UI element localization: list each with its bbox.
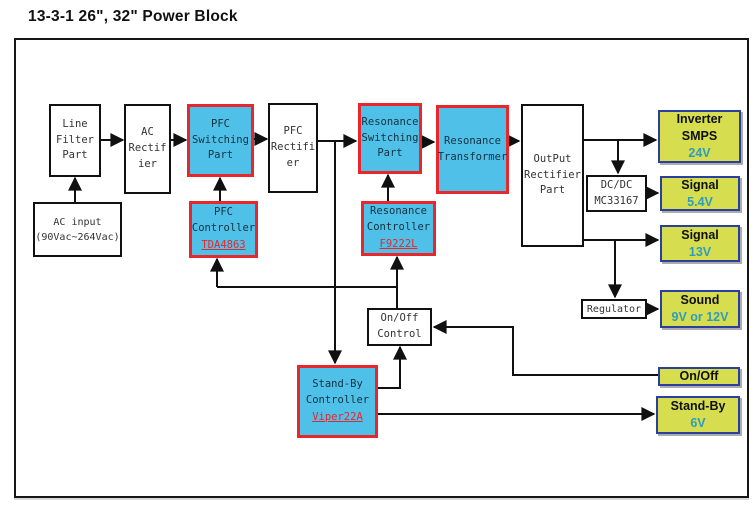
standby-label: Stand-By (670, 399, 726, 414)
sound-voltage: 9V or 12V (671, 310, 729, 324)
output-signal-13v: Signal 13V (660, 225, 740, 262)
sound-label: Sound (680, 293, 720, 308)
regulator-label: Regulator (586, 303, 642, 315)
dcdc-converter-label: DC/DC MC33167 (594, 178, 639, 207)
output-onoff: On/Off (658, 367, 740, 386)
signal-5v4-label: Signal (681, 177, 719, 192)
onoff-control-block: On/Off Control (367, 308, 432, 346)
signal-13v-voltage: 13V (688, 244, 712, 259)
pfc-controller-part-number: TDA4863 (201, 238, 246, 251)
standby-controller-part-number: Viper22A (312, 410, 363, 423)
standby-controller-label: Stand-By Controller (305, 378, 370, 407)
output-inverter-smps-24v: Inverter SMPS 24V (658, 110, 741, 163)
ac-input-label: AC input (90Vac~264Vac) (35, 216, 120, 243)
line-filter-label: Line Filter Part (56, 117, 94, 162)
resonance-transformer-block: Resonance Transformer (436, 105, 509, 194)
output-rectifier-label: OutPut Rectifier Part (524, 152, 581, 197)
output-standby-6v: Stand-By 6V (656, 396, 740, 434)
signal-13v-label: Signal (681, 227, 719, 242)
resonance-transformer-label: Resonance Transformer (437, 134, 508, 163)
onoff-label: On/Off (679, 369, 719, 384)
page-title: 13-3-1 26", 32" Power Block (28, 8, 238, 25)
inverter-smps-voltage: 24V (688, 145, 711, 160)
standby-voltage: 6V (690, 416, 706, 430)
onoff-control-label: On/Off Control (377, 312, 422, 340)
pfc-controller-block: PFC Controller TDA4863 (189, 201, 258, 258)
output-rectifier-block: OutPut Rectifier Part (521, 104, 584, 247)
regulator-block: Regulator (581, 299, 647, 319)
signal-5v4-voltage: 5.4V (687, 194, 713, 209)
line-filter-block: Line Filter Part (49, 104, 101, 177)
resonance-controller-part-number: F9222L (379, 237, 418, 250)
dcdc-converter-block: DC/DC MC33167 (586, 175, 647, 212)
pfc-rectifier-label: PFC Rectifi er (270, 125, 316, 169)
inverter-smps-label: Inverter SMPS (676, 112, 723, 144)
output-sound-9v-12v: Sound 9V or 12V (660, 290, 740, 328)
resonance-switching-block: Resonance Switching Part (358, 103, 422, 174)
resonance-controller-block: Resonance Controller F9222L (361, 201, 436, 256)
ac-rectifier-label: AC Rectif ier (128, 126, 167, 170)
resonance-controller-label: Resonance Controller (366, 205, 431, 234)
standby-controller-block: Stand-By Controller Viper22A (297, 365, 378, 438)
pfc-switching-label: PFC Switching Part (192, 117, 249, 162)
output-signal-5v4: Signal 5.4V (660, 176, 740, 211)
ac-rectifier-block: AC Rectif ier (124, 104, 171, 194)
pfc-switching-block: PFC Switching Part (187, 104, 254, 177)
resonance-switching-label: Resonance Switching Part (361, 115, 419, 160)
pfc-controller-label: PFC Controller (191, 206, 256, 235)
ac-input-block: AC input (90Vac~264Vac) (33, 202, 122, 257)
pfc-rectifier-block: PFC Rectifi er (268, 103, 318, 193)
